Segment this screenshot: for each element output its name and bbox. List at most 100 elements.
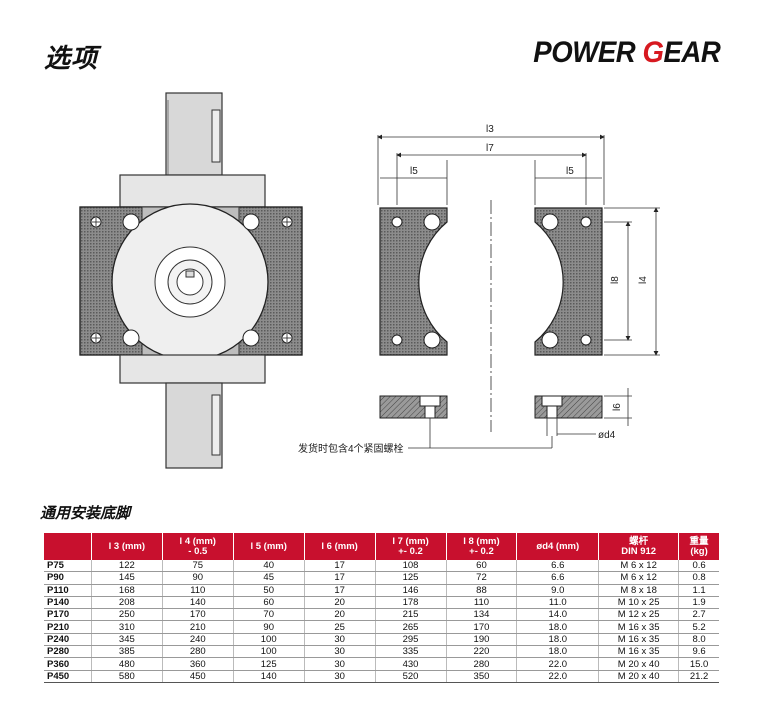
- table-cell: 208: [90, 596, 163, 610]
- table-cell: 170: [161, 608, 234, 622]
- dim-l5-left: l5: [410, 166, 418, 177]
- table-cell: 480: [90, 657, 163, 671]
- table-cell: 125: [374, 571, 446, 585]
- table-cell: M 10 x 25: [598, 596, 679, 610]
- table-cell: M 16 x 35: [598, 633, 679, 647]
- column-header: l 3 (mm): [90, 533, 163, 560]
- table-cell: 178: [374, 596, 446, 610]
- table-cell: M 20 x 40: [598, 657, 679, 671]
- technical-drawing: l3 l7 l5 l5 l8 l4 l6 ød4 发货时包含4个紧固螺栓: [79, 92, 660, 469]
- table-cell: 140: [232, 670, 305, 683]
- table-cell: 22.0: [516, 657, 599, 671]
- table-cell: 90: [232, 620, 305, 634]
- table-cell: 5.2: [678, 620, 719, 634]
- table-cell: 335: [374, 645, 446, 659]
- table-cell: 6.6: [516, 571, 599, 585]
- table-cell: 30: [303, 670, 376, 683]
- table-cell: 110: [445, 596, 517, 610]
- table-cell: 9.0: [516, 584, 599, 597]
- table-cell: 90: [161, 571, 234, 585]
- table-cell: 430: [374, 657, 446, 671]
- table-cell: 168: [90, 584, 163, 597]
- table-cell: 295: [374, 633, 446, 647]
- gearbox-front-view: [79, 92, 303, 469]
- table-cell: 125: [232, 657, 305, 671]
- table-cell: P110: [44, 584, 92, 597]
- table-cell: 145: [90, 571, 163, 585]
- table-cell: 18.0: [516, 620, 599, 634]
- table-cell: P75: [44, 560, 92, 573]
- table-cell: 21.2: [678, 670, 719, 683]
- dim-l4: l4: [638, 276, 649, 284]
- column-header: ød4 (mm): [516, 533, 599, 560]
- table-cell: 240: [161, 633, 234, 647]
- table-cell: 450: [161, 670, 234, 683]
- column-header: 重量(kg): [678, 533, 719, 560]
- mounting-feet-view: [379, 200, 603, 432]
- column-header: [44, 533, 92, 560]
- table-cell: 310: [90, 620, 163, 634]
- table-cell: 265: [374, 620, 446, 634]
- dim-l3: l3: [486, 124, 494, 135]
- table-cell: 350: [445, 670, 517, 683]
- table-cell: 6.6: [516, 560, 599, 573]
- table-cell: 20: [303, 596, 376, 610]
- table-cell: 75: [161, 560, 234, 573]
- table-cell: 146: [374, 584, 446, 597]
- column-header: l 5 (mm): [232, 533, 305, 560]
- column-header: l 7 (mm)+- 0.2: [374, 533, 446, 560]
- table-cell: P450: [44, 670, 92, 683]
- bolts-callout: 发货时包含4个紧固螺栓: [298, 442, 404, 455]
- table-cell: P360: [44, 657, 92, 671]
- table-cell: 2.7: [678, 608, 719, 622]
- table-cell: 250: [90, 608, 163, 622]
- table-cell: 45: [232, 571, 305, 585]
- table-cell: 190: [445, 633, 517, 647]
- table-cell: M 8 x 18: [598, 584, 679, 597]
- dim-l7: l7: [486, 143, 494, 154]
- column-header: l 8 (mm)+- 0.2: [445, 533, 517, 560]
- table-cell: 360: [161, 657, 234, 671]
- table-cell: M 16 x 35: [598, 620, 679, 634]
- table-cell: 215: [374, 608, 446, 622]
- table-cell: 9.6: [678, 645, 719, 659]
- section-title: 通用安装底脚: [40, 505, 131, 522]
- table-cell: 60: [232, 596, 305, 610]
- table-cell: 520: [374, 670, 446, 683]
- table-cell: 8.0: [678, 633, 719, 647]
- table-cell: 1.9: [678, 596, 719, 610]
- table-cell: P140: [44, 596, 92, 610]
- column-header: l 4 (mm)- 0.5: [161, 533, 234, 560]
- table-cell: 22.0: [516, 670, 599, 683]
- dim-l5-right: l5: [566, 166, 574, 177]
- table-cell: 88: [445, 584, 517, 597]
- table-cell: 17: [303, 571, 376, 585]
- table-cell: 100: [232, 645, 305, 659]
- table-cell: 18.0: [516, 645, 599, 659]
- table-cell: 72: [445, 571, 517, 585]
- table-cell: 70: [232, 608, 305, 622]
- table-cell: 14.0: [516, 608, 599, 622]
- table-cell: P170: [44, 608, 92, 622]
- table-cell: P240: [44, 633, 92, 647]
- table-cell: 17: [303, 584, 376, 597]
- table-cell: 0.6: [678, 560, 719, 573]
- table-cell: P90: [44, 571, 92, 585]
- table-cell: 15.0: [678, 657, 719, 671]
- table-cell: 1.1: [678, 584, 719, 597]
- table-cell: 122: [90, 560, 163, 573]
- table-cell: 345: [90, 633, 163, 647]
- table-cell: 170: [445, 620, 517, 634]
